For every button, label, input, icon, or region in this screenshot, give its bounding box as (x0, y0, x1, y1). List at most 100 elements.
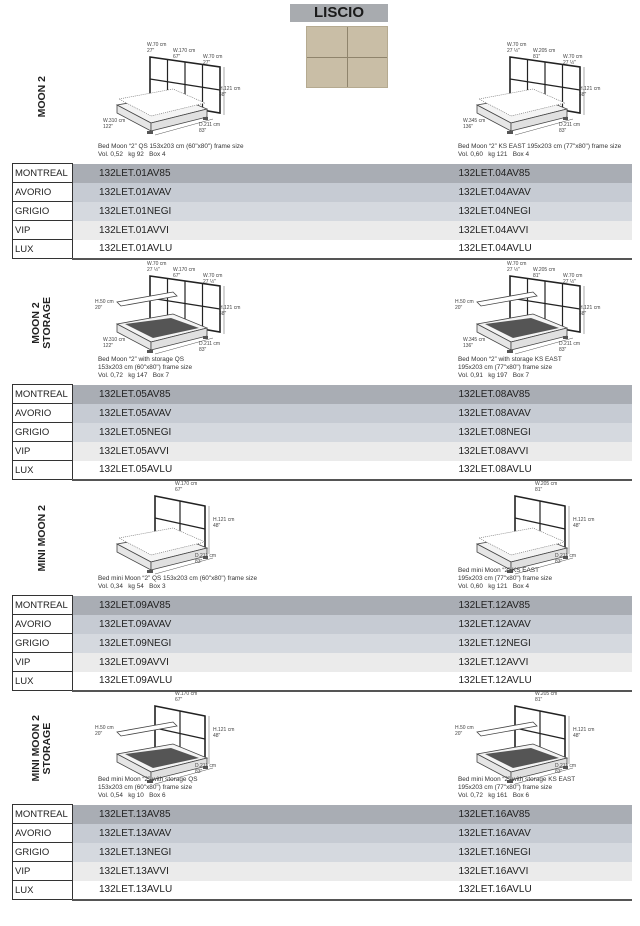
article-code-right: 132LET.16AV85 (432, 804, 632, 824)
caption-line: 153x203 cm (60"x80") frame size (98, 364, 193, 371)
article-code-right: 132LET.04AV85 (432, 163, 632, 183)
dimension-w-mid: W.170 cm 67" (173, 267, 196, 279)
dimension-h: H.121 cm 48" (579, 86, 601, 98)
finish-swatch (306, 26, 388, 88)
finish-name: GRIGIO (12, 422, 73, 442)
finish-name: GRIGIO (12, 201, 73, 221)
bed-drawing-right: W.70 cm 27 ½"W.205 cm 81"W.70 cm 27 ½"H.… (455, 42, 615, 143)
dimension-w-mid: W.205 cm 81" (535, 691, 558, 703)
article-code-right: 132LET.08AVVI (432, 441, 632, 461)
caption-line: Bed Moon “2” KS EAST 195x203 cm (77"x80"… (458, 143, 622, 150)
article-code-right: 132LET.08AVAV (432, 403, 632, 423)
article-code-left: 132LET.09AV85 (72, 595, 433, 615)
table-row: VIP 132LET.13AVVI 132LET.16AVVI (12, 861, 632, 881)
dimension-d: D.211 cm 83" (199, 341, 221, 353)
dimension-h-storage: H.50 cm 20" (455, 299, 474, 311)
article-code-left: 132LET.05NEGI (72, 422, 433, 442)
bed-drawing-left: W.70 cm 27 ½"W.170 cm 67"W.70 cm 27 ½"H.… (95, 261, 255, 362)
article-code-left: 132LET.01NEGI (72, 201, 433, 221)
caption-line: Vol. 0,60 kg 121 Box 4 (458, 583, 530, 590)
article-code-left: 132LET.09NEGI (72, 633, 433, 653)
dimension-h-storage: H.50 cm 20" (455, 725, 474, 737)
finish-name: GRIGIO (12, 633, 73, 653)
dimension-d: D.211 cm 83" (195, 763, 217, 775)
article-code-left: 132LET.05AVAV (72, 403, 433, 423)
dimension-w-mid: W.170 cm 67" (173, 48, 196, 60)
table-row: VIP 132LET.01AVVI 132LET.04AVVI (12, 220, 632, 240)
table-row: AVORIO 132LET.09AVAV 132LET.12AVAV (12, 614, 632, 634)
table-row: GRIGIO 132LET.01NEGI 132LET.04NEGI (12, 201, 632, 221)
table-row: LUX 132LET.09AVLU 132LET.12AVLU (12, 671, 632, 692)
dimension-d: D.211 cm 83" (559, 341, 581, 353)
caption-line: Vol. 0,34 kg 54 Box 3 (98, 583, 166, 590)
article-code-right: 132LET.04AVAV (432, 182, 632, 202)
article-code-right: 132LET.08NEGI (432, 422, 632, 442)
table-row: VIP 132LET.09AVVI 132LET.12AVVI (12, 652, 632, 672)
article-code-right: 132LET.12AVVI (432, 652, 632, 672)
dimension-w-left: W.70 cm 27 ½" (507, 42, 527, 54)
caption-line: Vol. 0,72 kg 161 Box 6 (458, 792, 530, 799)
caption-line: Vol. 0,54 kg 10 Box 6 (98, 792, 166, 799)
dimension-d: D.211 cm 83" (559, 122, 581, 134)
dimension-d: D.211 cm 83" (555, 553, 577, 565)
dimension-w-mid: W.170 cm 67" (175, 691, 198, 703)
article-code-left: 132LET.05AV85 (72, 384, 433, 404)
bed-drawing-left: W.170 cm 67"H.121 cm 48"D.211 cm 83" (95, 481, 255, 582)
table-row: AVORIO 132LET.01AVAV 132LET.04AVAV (12, 182, 632, 202)
bed-drawing-left: W.170 cm 67"H.50 cm 20"H.121 cm 48"D.211… (95, 691, 255, 792)
article-code-right: 132LET.16NEGI (432, 842, 632, 862)
dimension-w-mid: W.205 cm 81" (533, 48, 556, 60)
table-row: AVORIO 132LET.05AVAV 132LET.08AVAV (12, 403, 632, 423)
table-row: LUX 132LET.01AVLU 132LET.04AVLU (12, 239, 632, 260)
section-label-text: MINI MOON 2 (35, 505, 48, 572)
caption-line: Bed mini Moon “2” QS 153x203 cm (60"x80"… (98, 575, 258, 582)
dimension-d: D.211 cm 83" (199, 122, 221, 134)
article-code-left: 132LET.01AV85 (72, 163, 433, 183)
article-code-left: 132LET.01AVVI (72, 220, 433, 240)
section-label: MOON 2 (22, 30, 62, 163)
product-section: MOON 2 STORAGE W.70 cm 27 ½" W.170 cm 67" W… (0, 261, 640, 481)
dimension-w-total: W.345 cm 136" (463, 337, 486, 349)
section-label: MINI MOON 2 (22, 482, 62, 595)
finish-name: VIP (12, 441, 73, 461)
dimension-w-mid: W.170 cm 67" (175, 481, 198, 493)
finish-code-table: MONTREAL 132LET.13AV85 132LET.16AV85 AVO… (12, 804, 632, 901)
article-code-left: 132LET.13AVAV (72, 823, 433, 843)
article-code-right: 132LET.08AVLU (432, 460, 632, 481)
dimension-h: H.121 cm 48" (219, 86, 241, 98)
caption-line: Bed Moon “2” with storage KS EAST (458, 356, 562, 363)
section-label-text: MINI MOON 2 STORAGE (30, 714, 53, 782)
caption-line: Bed mini Moon “2” KS EAST (458, 567, 539, 574)
finish-name: LUX (12, 880, 73, 900)
product-caption-left: Bed Moon “2” QS 153x203 cm (60"x80") fra… (98, 143, 244, 159)
finish-name: AVORIO (12, 182, 73, 202)
dimension-h: H.121 cm 48" (213, 517, 235, 529)
product-caption-right: Bed Moon “2” KS EAST 195x203 cm (77"x80"… (458, 143, 621, 159)
article-code-right: 132LET.04NEGI (432, 201, 632, 221)
finish-name: VIP (12, 861, 73, 881)
finish-name: MONTREAL (12, 384, 73, 404)
article-code-left: 132LET.01AVLU (72, 239, 433, 260)
dimension-w-right: W.70 cm 27" (203, 54, 223, 66)
section-label: MOON 2 STORAGE (22, 262, 62, 384)
dimension-h: H.121 cm 48" (573, 517, 595, 529)
article-code-right: 132LET.04AVVI (432, 220, 632, 240)
finish-code-table: MONTREAL 132LET.05AV85 132LET.08AV85 AVO… (12, 384, 632, 481)
table-row: GRIGIO 132LET.09NEGI 132LET.12NEGI (12, 633, 632, 653)
caption-line: Bed Moon “2” with storage QS (98, 356, 184, 363)
article-code-left: 132LET.09AVAV (72, 614, 433, 634)
article-code-right: 132LET.16AVLU (432, 880, 632, 901)
dimension-w-left: W.70 cm 27 ½" (147, 261, 167, 273)
finish-name: VIP (12, 220, 73, 240)
finish-name: LUX (12, 671, 73, 691)
table-row: GRIGIO 132LET.13NEGI 132LET.16NEGI (12, 842, 632, 862)
caption-line: 195x203 cm (77"x80") frame size (458, 364, 553, 371)
article-code-right: 132LET.04AVLU (432, 239, 632, 260)
finish-name: AVORIO (12, 403, 73, 423)
caption-line: 195x203 cm (77"x80") frame size (458, 784, 553, 791)
article-code-left: 132LET.13AV85 (72, 804, 433, 824)
